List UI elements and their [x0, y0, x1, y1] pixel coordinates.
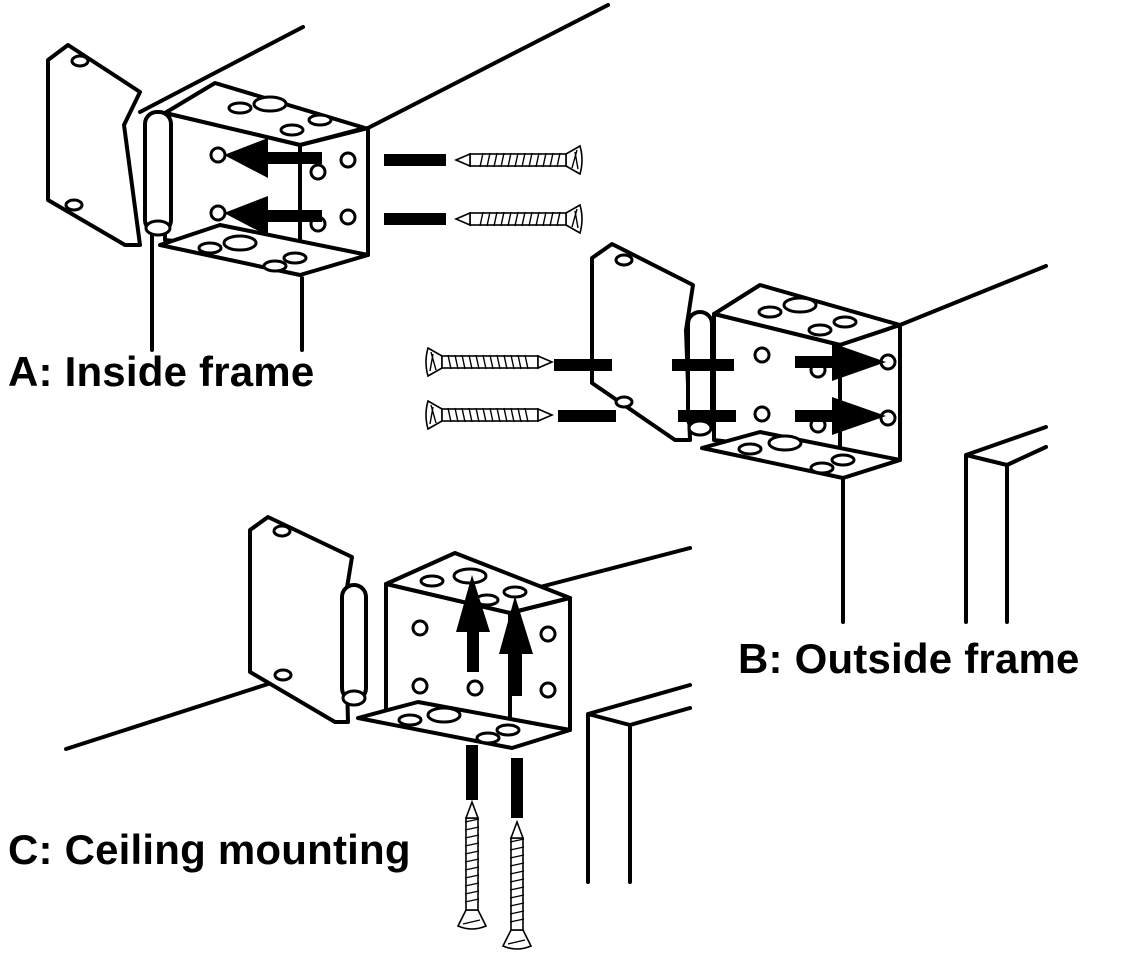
arrow-right-icon [795, 343, 886, 381]
hinge-leaf [248, 515, 354, 724]
guide-dash [384, 213, 446, 225]
panel-c-ceiling-mounting [64, 515, 692, 950]
frame-line [538, 546, 692, 589]
arrow-left-icon [224, 196, 322, 236]
guide-dash [558, 410, 616, 422]
bracket-bottom [158, 223, 370, 277]
arrow-left-icon [224, 138, 322, 178]
door-frame [586, 683, 692, 884]
door-frame [964, 425, 1048, 624]
arrow-up-icon [456, 575, 490, 672]
screw-icon [502, 821, 532, 950]
guide-dash [466, 745, 478, 800]
arrow-up-icon [499, 596, 533, 696]
guide-dash [511, 758, 523, 818]
bracket-side [838, 323, 902, 462]
hinge-pin [143, 110, 173, 234]
frame-line [366, 3, 610, 130]
screw-icon [455, 145, 583, 175]
bracket-side [298, 126, 370, 257]
hinge-pin [340, 583, 368, 702]
frame-line [138, 25, 305, 114]
label-ceiling-mounting: C: Ceiling mounting [8, 826, 411, 873]
panel-a-inside-frame [46, 3, 610, 352]
guide-dash [554, 359, 612, 371]
screw-icon [455, 204, 583, 234]
label-inside-frame: A: Inside frame [8, 348, 315, 395]
screw-icon [457, 801, 487, 930]
arrow-right-icon [795, 397, 886, 435]
label-outside-frame: B: Outside frame [738, 635, 1080, 682]
guide-dash [678, 410, 736, 422]
screw-icon [425, 400, 553, 430]
bracket-bottom [356, 700, 572, 750]
frame-line [64, 682, 270, 751]
guide-dash [672, 359, 734, 371]
panel-b-outside-frame [425, 242, 1048, 624]
screw-icon [425, 347, 553, 377]
hinge-leaf [46, 43, 142, 247]
frame-line [898, 264, 1048, 327]
guide-dash [384, 154, 446, 166]
